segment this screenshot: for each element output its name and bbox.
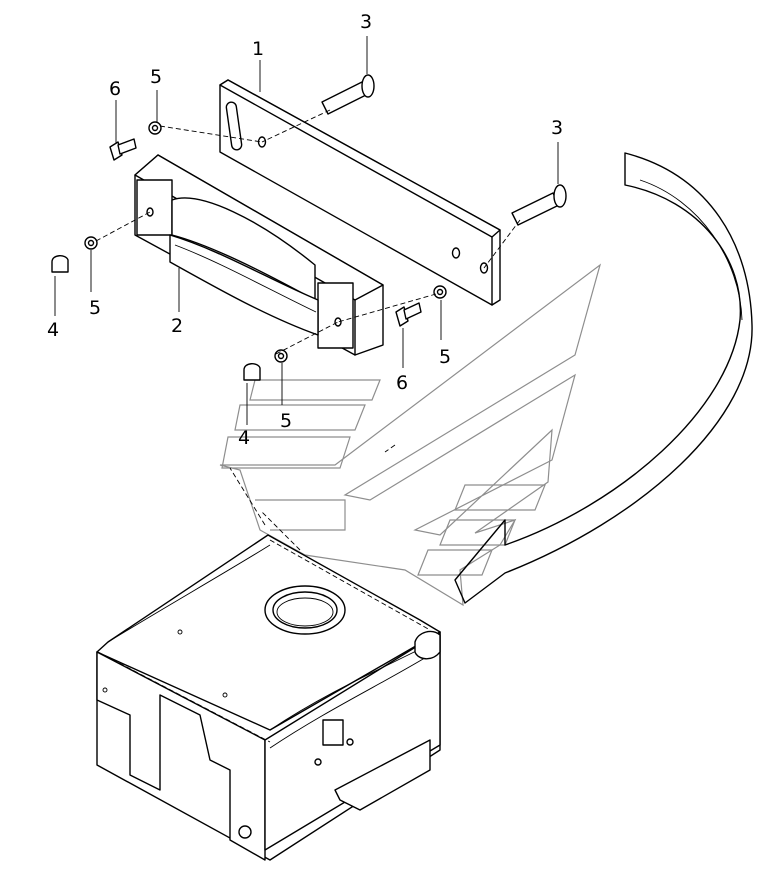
bolt-3-lower [511, 184, 567, 226]
screw-6-lower [395, 302, 422, 327]
callout-5-left: 5 [89, 297, 101, 319]
washers [84, 121, 447, 363]
callout-2: 2 [171, 315, 183, 337]
callout-5-right: 5 [439, 346, 451, 368]
callout-5-center: 5 [280, 410, 292, 432]
assembly-lines [95, 109, 521, 551]
callout-6-right: 6 [396, 372, 408, 394]
bolt-3-upper [321, 74, 375, 115]
leader-lines [54, 36, 559, 425]
callout-4-center: 4 [238, 427, 250, 449]
callout-5-top: 5 [150, 66, 162, 88]
rubber-bumper [134, 154, 384, 356]
callout-labels: 1 2 3 3 4 4 5 5 5 5 6 6 [47, 11, 563, 449]
cap-nuts [51, 255, 261, 381]
callout-1: 1 [252, 38, 264, 60]
callout-6-top: 6 [109, 78, 121, 100]
callout-3-lower: 3 [551, 117, 563, 139]
curved-arrow [454, 152, 753, 604]
callout-3-upper: 3 [360, 11, 372, 33]
bracket-plate [219, 79, 501, 306]
callout-4-left: 4 [47, 319, 59, 341]
machine-housing [96, 534, 441, 861]
screw-6-upper [109, 138, 137, 161]
